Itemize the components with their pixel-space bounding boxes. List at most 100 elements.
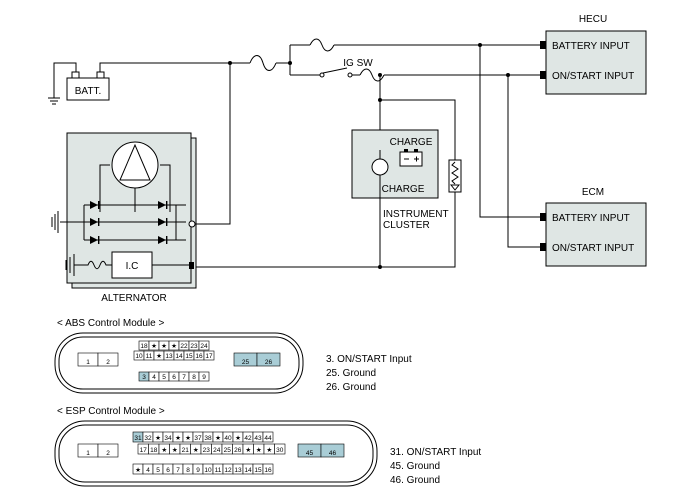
- esp-top-pin-cell: [262, 431, 274, 443]
- esp-connector-inner: [58, 424, 374, 483]
- abs-mid-pin: 13: [165, 353, 173, 360]
- esp-mid-pin-cell: [274, 443, 286, 455]
- ground-symbol-battery: [48, 97, 60, 105]
- resistor-feed-wire: [380, 99, 456, 160]
- abs-connector-outer: [54, 332, 304, 394]
- esp-bot-pin: 11: [215, 467, 222, 474]
- esp-mid-pin: 17: [140, 447, 148, 454]
- esp-mid-pin: 30: [276, 447, 284, 454]
- esp-top-pin: ★: [175, 434, 181, 442]
- esp-bot-pin: ★: [135, 466, 141, 474]
- esp-left-pin: 1: [86, 450, 90, 457]
- ecm-onstart-wire: [507, 75, 540, 248]
- node: [228, 61, 232, 65]
- hecu-fuse: [309, 38, 335, 52]
- abs-top-pin: ★: [171, 342, 177, 350]
- abs-note-2: 25. Ground: [326, 368, 376, 379]
- esp-top-pin: ★: [215, 434, 221, 442]
- main-fuse: [249, 55, 277, 71]
- esp-right-pin: 46: [329, 450, 337, 457]
- esp-mid-pin: ★: [256, 446, 262, 454]
- esp-top-pin: 32: [144, 435, 152, 442]
- esp-mid-pin: 18: [150, 447, 158, 454]
- esp-top-pin: 40: [224, 435, 232, 442]
- esp-mid-pin: ★: [245, 446, 251, 454]
- charge-lamp: [371, 158, 389, 176]
- esp-top-pin: 31: [134, 435, 142, 442]
- stator-winding: [119, 143, 151, 181]
- abs-connector-inner: [58, 336, 300, 390]
- esp-mid-pin: 25: [224, 447, 232, 454]
- abs-heading: < ABS Control Module >: [57, 318, 164, 329]
- abs-right-pin: 26: [265, 359, 273, 366]
- esp-bot-pin: 15: [254, 467, 262, 474]
- esp-top-pin: 42: [244, 435, 252, 442]
- esp-top-pin: ★: [185, 434, 191, 442]
- esp-bot-pin: 7: [176, 467, 180, 474]
- ecm-battery-input-label: BATTERY INPUT: [552, 213, 630, 224]
- hecu-module: HECU BATTERY INPUT ON/START INPUT: [540, 14, 647, 95]
- esp-left-pin-cell: [97, 443, 119, 458]
- esp-heading: < ESP Control Module >: [57, 406, 165, 417]
- battery-positive-wire: [99, 62, 250, 72]
- battery-terminal-pos: [96, 71, 105, 79]
- abs-mid-pin: 11: [146, 353, 153, 360]
- abs-top-pin: 18: [140, 343, 148, 350]
- esp-top-pin: 44: [264, 435, 272, 442]
- esp-bot-pin: 16: [264, 467, 272, 474]
- battery-ground-wire: [53, 62, 77, 98]
- abs-mid-pin: 16: [195, 353, 203, 360]
- ground-symbol-alternator: [51, 211, 59, 233]
- abs-note-3: 26. Ground: [326, 382, 376, 393]
- rectifier-diodes: [90, 201, 168, 244]
- abs-bot-pin: 7: [182, 374, 186, 381]
- esp-mid-pin: ★: [193, 446, 199, 454]
- abs-bot-pin: 8: [192, 374, 196, 381]
- hecu-pin-battery: [540, 41, 546, 49]
- alternator: I.C ALTERNATOR: [51, 132, 197, 304]
- esp-bot-pin: 14: [244, 467, 252, 474]
- abs-mid-pin: 14: [175, 353, 183, 360]
- battery-body: [66, 77, 110, 101]
- battery: BATT.: [66, 71, 110, 101]
- abs-bot-pin: 5: [162, 374, 166, 381]
- stator-leads: [99, 164, 171, 212]
- esp-bot-pin: 12: [224, 467, 232, 474]
- abs-top-pin: 22: [180, 343, 188, 350]
- abs-right-pin-cell: [256, 352, 281, 367]
- esp-left-pin: 2: [106, 450, 110, 457]
- cluster-caption-line1: INSTRUMENT: [383, 209, 449, 220]
- ig-switch-contact-a: [319, 72, 325, 78]
- hecu-pin-onstart: [540, 71, 546, 79]
- abs-bot-pin-cell: [198, 371, 210, 382]
- abs-mid-pin: 17: [205, 353, 213, 360]
- esp-bot-pin: 6: [166, 467, 170, 474]
- ecm-onstart-input-label: ON/START INPUT: [552, 243, 634, 254]
- hecu-onstart-input-label: ON/START INPUT: [552, 71, 634, 82]
- esp-top-pin: 37: [194, 435, 202, 442]
- abs-bot-pin: 6: [172, 374, 176, 381]
- esp-mid-pin: 23: [203, 447, 211, 454]
- ecm-title: ECM: [582, 187, 604, 198]
- abs-note-1: 3. ON/START Input: [326, 354, 412, 365]
- abs-mid-pin-cell: [203, 350, 215, 361]
- ic-label: I.C: [126, 261, 139, 272]
- alternator-b-terminal: [188, 220, 196, 228]
- esp-top-pin: 38: [204, 435, 212, 442]
- esp-note-1: 31. ON/START Input: [390, 447, 481, 458]
- esp-top-pin: 43: [254, 435, 262, 442]
- esp-note-2: 45. Ground: [390, 461, 440, 472]
- hecu-title: HECU: [579, 14, 607, 25]
- cluster-caption-line2: CLUSTER: [383, 220, 430, 231]
- charge-label-top: CHARGE: [390, 137, 433, 148]
- ig-switch-blade: [322, 67, 348, 74]
- esp-bot-pin: 8: [186, 467, 190, 474]
- esp-mid-pin: 26: [234, 447, 242, 454]
- esp-right-pin: 45: [306, 450, 314, 457]
- esp-top-pin: ★: [235, 434, 241, 442]
- resistor: [448, 159, 462, 193]
- abs-bot-pin: 3: [142, 374, 146, 381]
- abs-left-pin: 2: [106, 359, 110, 366]
